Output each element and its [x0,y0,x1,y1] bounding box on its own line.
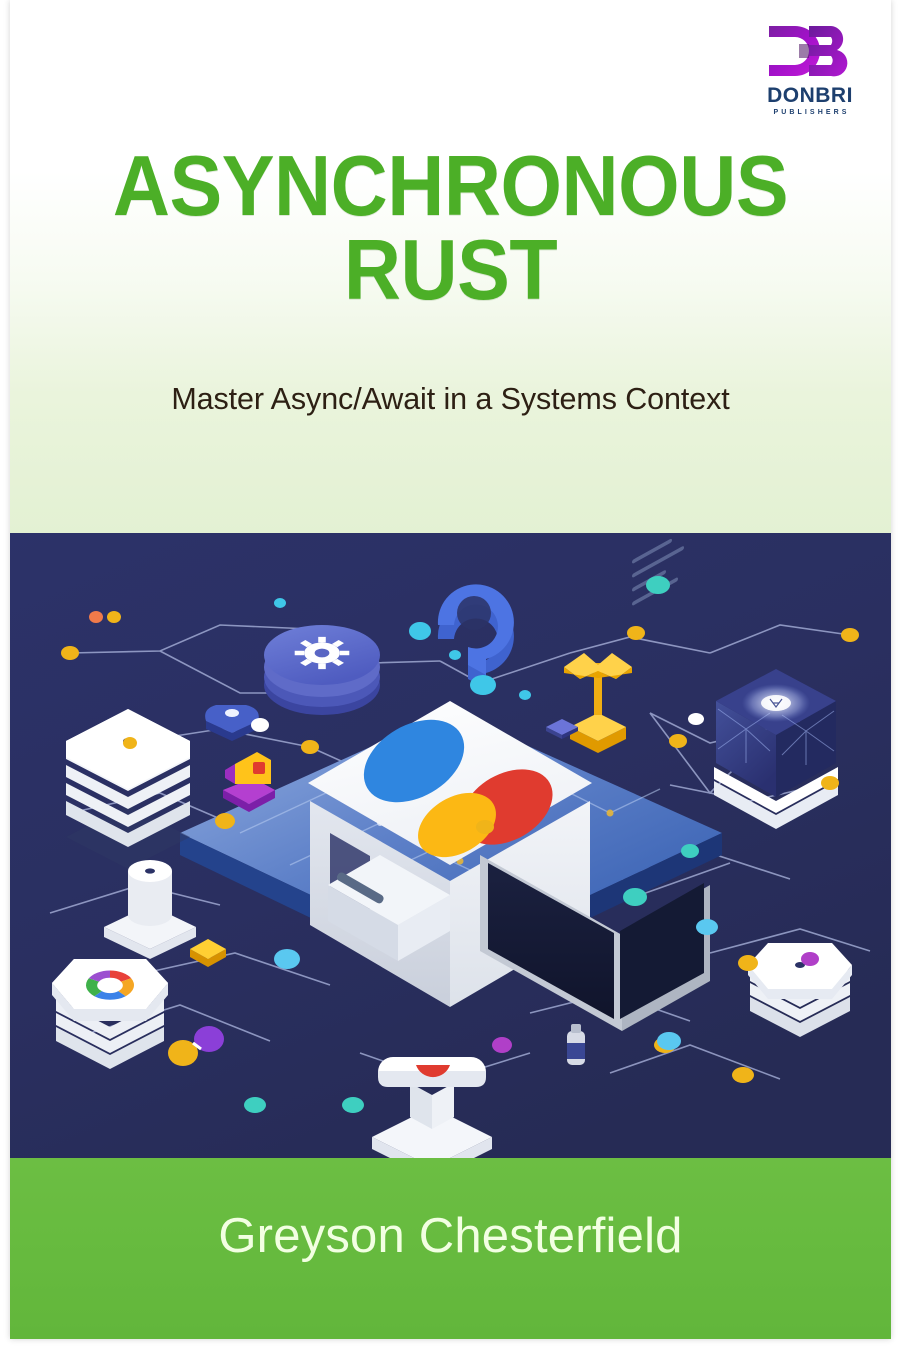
title-line-2: RUST [343,223,558,319]
code-screen-panel [480,538,710,1031]
book-cover: DONBRI PUBLISHERS ASYNCHRONOUS RUST Mast… [10,0,891,1339]
publisher-name: DONBRI [767,84,853,107]
top-face-color-shapes [363,719,553,858]
author-band: Greyson Chesterfield [10,1158,891,1339]
cover-illustration [10,533,891,1158]
db-monogram-icon [769,26,848,77]
gear-disc [264,625,380,715]
publisher-logo: DONBRI PUBLISHERS [747,18,873,130]
cylinder-node [104,860,196,959]
publisher-tagline: PUBLISHERS [773,109,850,116]
cover-title: ASYNCHRONOUS RUST [10,139,891,319]
spiral-six-shape [437,584,514,689]
octagon-logo-stack [52,959,168,1069]
cover-top-panel: DONBRI PUBLISHERS ASYNCHRONOUS RUST Mast… [10,0,891,533]
server-stack-left [66,709,190,869]
glowing-cube-right [714,669,838,829]
title-line-1: ASYNCHRONOUS [112,139,789,234]
yellow-tree-node [564,653,632,753]
author-name: Greyson Chesterfield [218,1209,683,1263]
white-octagon-stack [748,943,852,1037]
purple-yellow-machine [223,752,275,812]
accessory-items [168,719,585,1066]
white-pedestal [372,1057,492,1158]
cover-subtitle: Master Async/Await in a Systems Context [171,382,730,416]
network-connector-dots [61,576,859,1113]
isometric-tech-scene [10,533,891,1158]
blue-capsule-node [205,705,259,741]
